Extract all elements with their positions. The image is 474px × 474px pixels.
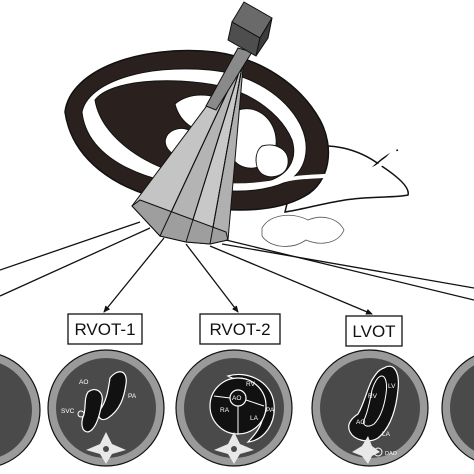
connector-far-right-2	[225, 239, 474, 301]
posterior-tissue-hook	[371, 149, 399, 169]
connector-rvot2	[185, 243, 239, 313]
lung-outline	[261, 214, 345, 247]
tee-probe	[205, 1, 273, 111]
probe-tip-side	[255, 17, 273, 57]
svg-text:DAO: DAO	[385, 451, 398, 457]
svg-text:AO: AO	[356, 419, 365, 426]
view-label-rvot2: RVOT-2	[199, 313, 281, 345]
svg-text:PA: PA	[266, 407, 275, 414]
lvot-inner-outline	[363, 375, 387, 427]
rvot1-pa-shape	[98, 371, 127, 421]
svg-text:AO: AO	[79, 379, 88, 386]
svg-text:RVOT-2: RVOT-2	[209, 320, 270, 339]
heart-chamber-lower	[255, 144, 289, 178]
svg-text:SVC: SVC	[61, 408, 75, 415]
imaging-plane-front	[131, 199, 229, 245]
svg-text:RVOT-1: RVOT-1	[74, 320, 135, 339]
svg-text:PA: PA	[128, 393, 137, 400]
echo-view-partial-right	[441, 355, 474, 461]
svg-text:LA: LA	[382, 431, 391, 438]
echo-view-lvot: RV LV AO LA DAO	[311, 349, 429, 467]
connector-lvot	[209, 245, 373, 315]
view-label-rvot1: RVOT-1	[67, 313, 143, 345]
svg-text:AO: AO	[232, 395, 241, 402]
connector-rvot1	[103, 237, 165, 313]
lvot-heart-shape	[348, 365, 399, 442]
view-label-lvot: LVOT	[345, 315, 403, 347]
svg-text:LV: LV	[388, 383, 396, 390]
connector-far-right-1	[221, 243, 474, 289]
rvot1-ao-shape	[81, 389, 103, 433]
connector-lines	[0, 221, 474, 315]
echo-view-rvot1: AO PA SVC	[47, 349, 165, 467]
svg-text:RV: RV	[246, 381, 256, 388]
lvot-spine	[352, 436, 380, 464]
echo-view-partial-left	[0, 354, 41, 466]
rvot1-svc-marker	[77, 410, 85, 418]
svg-text:LVOT: LVOT	[352, 322, 395, 341]
connector-far-left-1	[0, 221, 141, 271]
svg-text:RA: RA	[220, 407, 230, 414]
echo-view-rvot2: RV AO RA LA PA	[175, 349, 293, 467]
connector-far-left-2	[0, 227, 151, 297]
svg-text:RV: RV	[368, 393, 378, 400]
svg-text:LA: LA	[250, 415, 259, 422]
